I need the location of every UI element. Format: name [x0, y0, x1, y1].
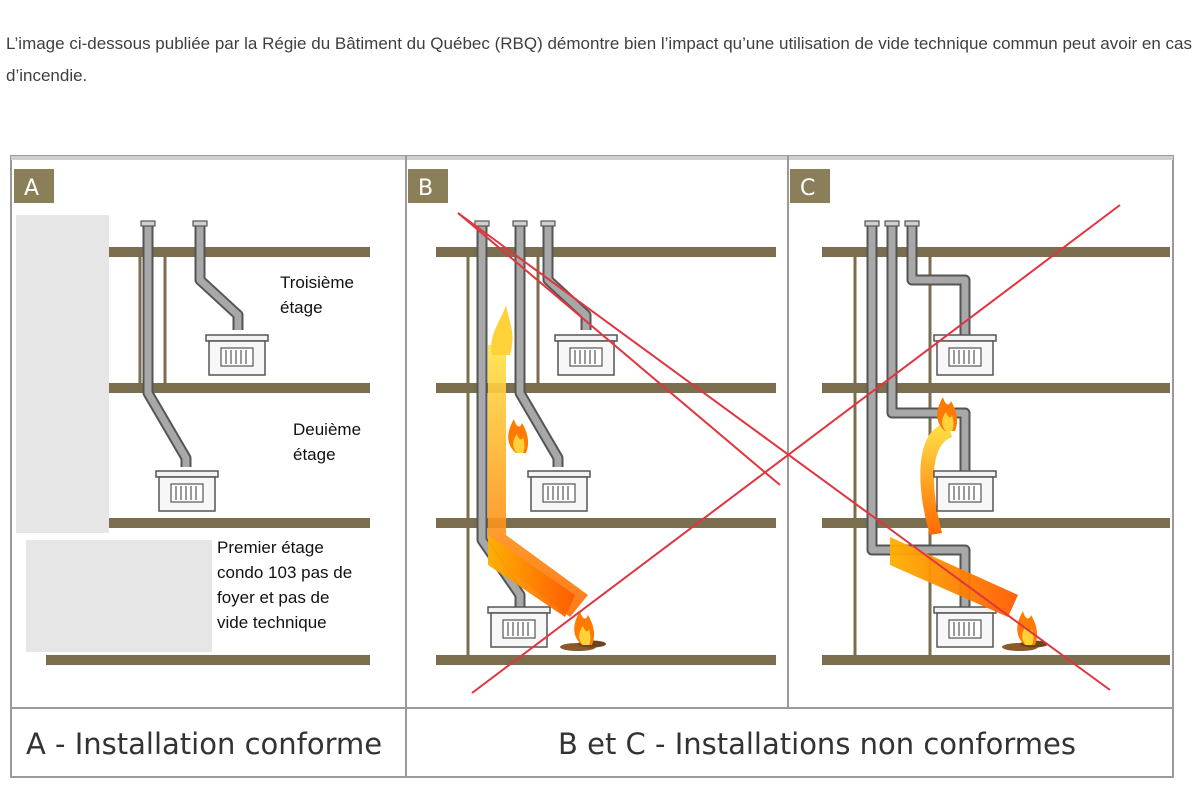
panel-c-stove-2 [933, 470, 997, 512]
panel-b-fire-beam [488, 535, 575, 617]
panel-letter-a: A [24, 176, 39, 201]
third-floor-label: Troisième étage [280, 273, 359, 317]
panel-a-floor-4 [108, 247, 370, 257]
panel-a-floor-1 [46, 655, 370, 665]
caption-conforme: A - Installation conforme [26, 727, 382, 761]
panel-c-floor-4 [822, 247, 1170, 257]
panel-b-stove-3 [554, 334, 618, 376]
second-floor-label: Deuième étage [293, 420, 366, 464]
panel-b-stove-2 [527, 470, 591, 512]
caption-non-conformes: B et C - Installations non conformes [558, 727, 1076, 761]
panel-b-floor-2 [436, 518, 776, 528]
panel-tab-c: C [790, 169, 830, 203]
panel-b-building [436, 220, 776, 665]
panel-a-building: Troisième étage Deuième étage Premier ét… [16, 215, 370, 665]
panel-b-flame-top [491, 305, 513, 355]
panel-letter-c: C [800, 176, 815, 201]
rbq-chimney-figure: A B C Trois [10, 155, 1175, 780]
intro-paragraph: L’image ci-dessous publiée par la Régie … [6, 34, 1192, 85]
center-red-cross [457, 204, 1121, 694]
panel-c-fire-loop [920, 423, 952, 535]
panel-a-floor-3 [108, 383, 370, 393]
panel-b-fire-path [488, 345, 588, 617]
panel-a-floor-2 [108, 518, 370, 528]
panel-a-stove-3 [205, 334, 269, 376]
panel-a-stove-2 [155, 470, 219, 512]
panel-b-red-cross [457, 212, 781, 486]
panel-b-floor-3 [436, 383, 776, 393]
panel-c-stove-3 [933, 334, 997, 376]
panel-c-floor-1 [822, 655, 1170, 665]
first-floor-label: Premier étage condo 103 pas de foyer et … [217, 538, 357, 632]
panel-tab-a: A [14, 169, 54, 203]
panel-c-floor-3 [822, 383, 1170, 393]
panel-c-floor-2 [822, 518, 1170, 528]
panel-c-stove-1 [933, 606, 997, 648]
panel-tab-b: B [408, 169, 448, 203]
redaction-box-1 [16, 215, 109, 533]
redaction-box-2 [26, 540, 212, 652]
figure-top-border [11, 156, 1173, 160]
panel-b-floor-4 [436, 247, 776, 257]
panel-letter-b: B [418, 176, 433, 201]
panel-b-floor-1 [436, 655, 776, 665]
chimney-diagram: A B C Trois [10, 155, 1174, 778]
